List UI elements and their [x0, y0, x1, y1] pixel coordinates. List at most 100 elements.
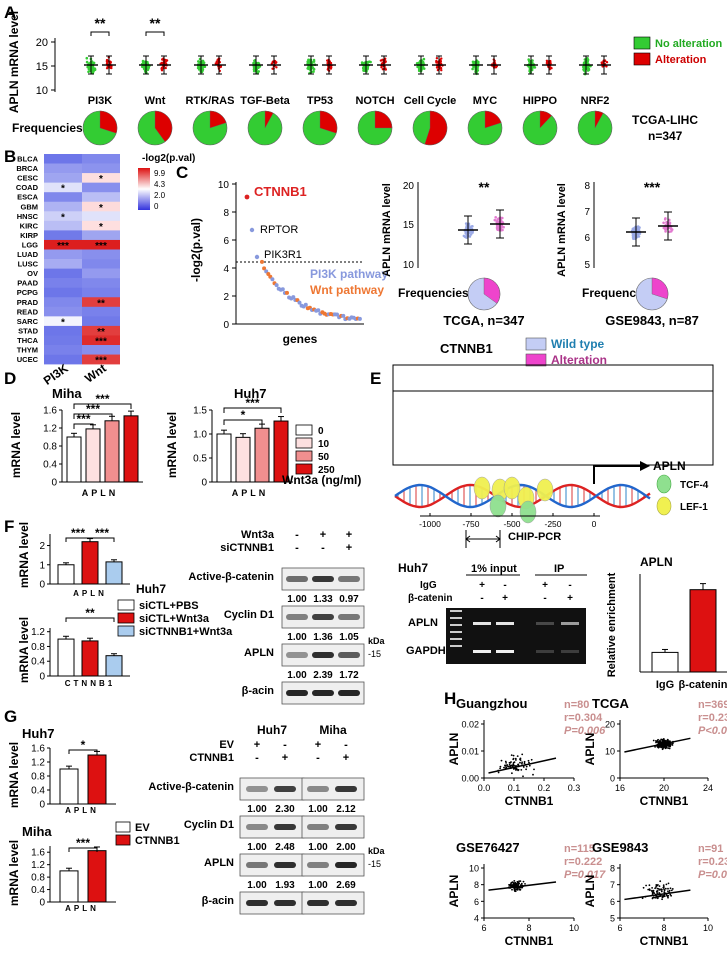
h-gse76427-point — [519, 880, 522, 882]
h-gse76427-p: P=0.017 — [564, 869, 606, 881]
h-tcga-point — [652, 739, 655, 742]
h-gse76427-point — [516, 887, 519, 890]
b-cell-wnt-HNSC — [82, 211, 120, 222]
f-apln-sig-1: *** — [95, 526, 109, 540]
a-dot-alt-9 — [605, 65, 608, 68]
b-cancer-READ: READ — [17, 307, 39, 316]
b-cell-pi3k-BRCA — [44, 163, 82, 174]
d-huh7-bar-1 — [235, 436, 251, 483]
h-gse76427-xtick: 8 — [526, 923, 531, 933]
a-dot-alt-1 — [164, 66, 167, 70]
c-gse-alt — [664, 228, 667, 231]
g-legend-swatch-1 — [115, 834, 131, 846]
a-dot-alt-6 — [435, 57, 439, 60]
h-guangzhou-point — [510, 761, 512, 763]
a-dot-no-2 — [202, 61, 206, 64]
h-guangzhou-point — [519, 761, 521, 764]
b-cell-wnt-PAAD — [82, 278, 120, 288]
a-dot-alt-5 — [380, 66, 383, 69]
h-gse9843-point — [649, 889, 651, 892]
b-star-pi3k-COAD: * — [61, 184, 65, 195]
h-gse76427-point — [513, 880, 516, 882]
b-star-wnt-GBM: * — [99, 203, 103, 214]
h-gse9843-ytick: 8 — [610, 864, 615, 874]
h-gse9843-point — [669, 887, 672, 890]
e-bar-bar-0 — [651, 651, 679, 673]
h-guangzhou-ytick: 0.01 — [461, 747, 479, 757]
b-cancer-ESCA: ESCA — [17, 193, 38, 202]
a-pathway-label-9: NRF2 — [581, 95, 610, 107]
h-tcga-point — [668, 745, 670, 747]
g-wb-band-0-0 — [246, 786, 268, 792]
a-pathway-label-1: Wnt — [145, 95, 166, 107]
b-cancer-HNSC: HNSC — [17, 212, 39, 221]
b-cell-pi3k-SARC — [44, 316, 82, 327]
h-gse9843-point — [651, 897, 654, 899]
h-gse76427-point — [521, 886, 524, 889]
a-dot-alt-2 — [215, 60, 218, 63]
e-gel-band — [561, 650, 579, 653]
h-gse9843-xtick: 8 — [661, 923, 666, 933]
c-tcga-wt — [467, 231, 471, 235]
f-wb-band-1-0 — [286, 614, 308, 620]
c-tcga-alt — [495, 224, 499, 227]
h-gse9843-p: P=0.022 — [698, 869, 727, 881]
f-wb-quant-0-1: 1.33 — [313, 594, 333, 605]
c-tcga-wt — [462, 234, 466, 238]
c-gse-pie-slice — [651, 277, 669, 300]
a-pie-5-slice — [374, 110, 393, 129]
b-cell-pi3k-BLCA — [44, 154, 82, 164]
c-tcga-wt — [471, 225, 474, 228]
f-wb-band-0-1 — [312, 576, 334, 582]
c-tcga-wt — [465, 236, 468, 239]
b-star-pi3k-LGG: *** — [57, 241, 69, 252]
d-miha-bracket-2 — [73, 403, 132, 409]
g-huh7-bar-0 — [59, 768, 79, 805]
b-legend-tick-1: 4.3 — [154, 180, 166, 189]
a-pathway-label-0: PI3K — [88, 95, 113, 107]
c-gse-sig: *** — [644, 179, 661, 195]
a-dot-no-6 — [421, 66, 425, 70]
g-wb-band-1-1 — [274, 824, 296, 830]
g-wb-row-0: Active-β-catenin — [148, 781, 234, 793]
g-wb-head-1: CTNNB1 — [189, 752, 234, 764]
g-wb-band-2-2 — [307, 862, 329, 868]
f-ctnnb1-bracket — [65, 617, 115, 622]
b-cell-pi3k-PRAD — [44, 297, 82, 308]
f-wb-head-0: Wnt3a — [241, 529, 275, 541]
b-cancer-LUSC: LUSC — [18, 260, 39, 269]
h-tcga-ylabel: APLN — [583, 733, 597, 766]
c-point-gene — [260, 259, 264, 264]
h-gse76427-point — [510, 883, 512, 886]
b-cell-pi3k-READ — [44, 306, 82, 317]
d-legend-swatch-1 — [295, 437, 313, 449]
h-tcga-point — [658, 741, 661, 743]
c-label-ctnnb1: CTNNB1 — [254, 184, 307, 199]
panel-label-a: A — [4, 3, 16, 22]
b-cancer-BRCA: BRCA — [16, 164, 38, 173]
a-dot-no-0 — [87, 70, 90, 74]
d-miha-ytick: 1.2 — [43, 424, 57, 435]
a-dot-no-3 — [253, 66, 256, 70]
panel-label-c: C — [176, 163, 188, 182]
f-wb-quant-2-0: 1.00 — [287, 670, 307, 681]
h-guangzhou-xtick: 0.2 — [538, 783, 551, 793]
h-tcga-point — [662, 740, 665, 743]
h-guangzhou-point — [515, 759, 517, 761]
h-gse9843-point — [669, 893, 672, 896]
b-star-pi3k-SARC: * — [61, 317, 65, 328]
f-ctnnb1-bar-1 — [81, 640, 99, 677]
a-dot-no-5 — [362, 66, 365, 70]
h-gse76427-point — [524, 883, 526, 885]
e-gel-band — [496, 622, 514, 625]
a-dot-alt-3 — [275, 66, 278, 69]
f-wb-quant-0-0: 1.00 — [287, 594, 307, 605]
a-ytick-10: 10 — [36, 85, 48, 97]
h-gse9843-point — [663, 895, 666, 897]
g-wb-band-2-3 — [335, 862, 357, 868]
a-legend-no-swatch — [633, 36, 651, 50]
h-guangzhou-point — [514, 757, 517, 760]
d-miha-ytick: 0 — [51, 478, 57, 489]
e-sign-bcat-1: + — [502, 593, 508, 604]
b-cancer-PAAD: PAAD — [17, 279, 38, 288]
